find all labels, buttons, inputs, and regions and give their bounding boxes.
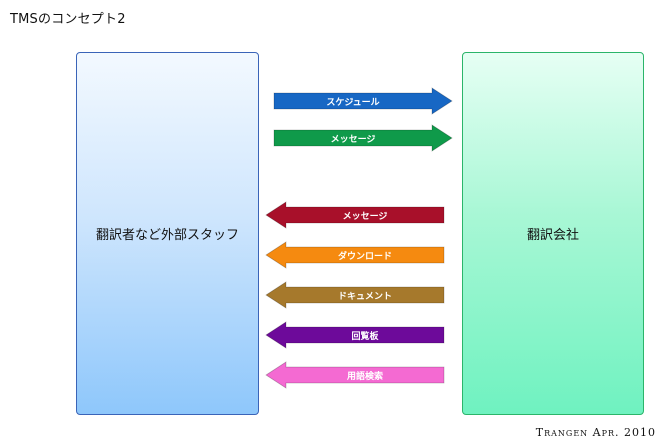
arrow-shape: [265, 241, 445, 269]
arrow-2-right: メッセージ: [273, 124, 453, 152]
external-staff-box: 翻訳者など外部スタッフ: [76, 52, 259, 415]
arrow-body: [265, 281, 445, 309]
page-title: TMSのコンセプト2: [10, 12, 126, 27]
arrow-body: [265, 201, 445, 229]
arrow-label: メッセージ: [330, 134, 376, 145]
arrow-shape: [273, 87, 453, 115]
arrow-shape: [265, 201, 445, 229]
arrow-body: [273, 87, 453, 115]
translation-company-label: 翻訳会社: [526, 228, 579, 243]
arrow-label: 回覧板: [351, 331, 379, 342]
arrow-body: [265, 361, 445, 389]
arrow-body: [265, 321, 445, 349]
footer-credit: Trangen Apr. 2010: [535, 426, 656, 439]
arrow-6-left: 回覧板: [265, 321, 445, 349]
arrow-label: メッセージ: [342, 211, 388, 222]
arrow-shape: [265, 321, 445, 349]
arrow-1-right: スケジュール: [273, 87, 453, 115]
arrow-label: ドキュメント: [337, 291, 392, 302]
arrow-label: スケジュール: [326, 97, 380, 108]
translation-company-box: 翻訳会社: [462, 52, 644, 415]
arrow-shape: [265, 361, 445, 389]
arrow-label: 用語検索: [346, 371, 383, 382]
arrow-3-left: メッセージ: [265, 201, 445, 229]
arrow-shape: [273, 124, 453, 152]
arrow-label: ダウンロード: [337, 251, 392, 262]
arrow-7-left: 用語検索: [265, 361, 445, 389]
arrow-body: [265, 241, 445, 269]
arrow-5-left: ドキュメント: [265, 281, 445, 309]
arrow-body: [273, 124, 453, 152]
arrow-shape: [265, 281, 445, 309]
external-staff-label: 翻訳者など外部スタッフ: [95, 228, 239, 243]
arrow-4-left: ダウンロード: [265, 241, 445, 269]
